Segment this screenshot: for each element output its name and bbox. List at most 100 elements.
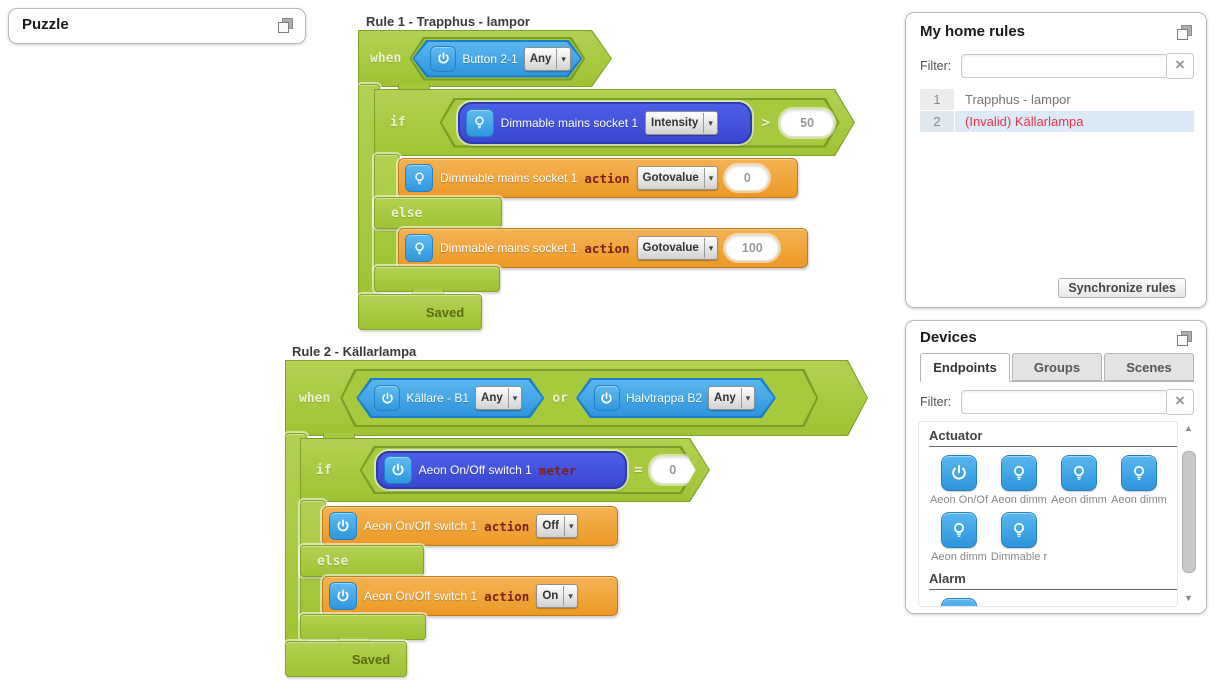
rule2-if-row[interactable]: if Aeon On/Off switch 1 meter = 0 [300,438,710,502]
when-keyword: when [299,390,331,406]
condition-device-name: Aeon On/Off switch 1 [418,463,532,477]
popout-icon[interactable] [1177,25,1192,40]
action-device-name: Dimmable mains socket 1 [440,241,578,255]
condition-property-dropdown[interactable]: Intensity▾ [645,111,718,135]
device-item[interactable]: Dimmable r [989,512,1049,563]
condition-operator: = [634,462,643,478]
bulb-icon[interactable] [1001,455,1037,491]
rule1-condition-block[interactable]: Dimmable mains socket 1 Intensity▾ [458,102,752,144]
rules-panel-title: My home rules [920,23,1026,40]
chevron-down-icon: ▾ [508,388,522,408]
section-heading: Actuator [929,428,983,443]
rule1-else-action-block[interactable]: Dimmable mains socket 1 action Gotovalue… [398,228,808,268]
devices-scrollbar[interactable]: ▲ ▼ [1181,421,1196,605]
puzzle-panel-title: Puzzle [22,16,69,33]
action-device-name: Aeon On/Off switch 1 [364,519,478,533]
rule2-condition-block[interactable]: Aeon On/Off switch 1 meter [376,451,628,489]
scroll-down-icon[interactable]: ▼ [1184,593,1193,603]
tab-scenes[interactable]: Scenes [1104,353,1194,381]
power-icon [329,582,357,610]
if-keyword: if [316,462,332,478]
trigger-device-name: Halvtrappa B2 [625,391,703,405]
rule1-trigger-block[interactable]: Button 2-1 Any▾ [412,40,582,78]
action-command-dropdown[interactable]: Gotovalue▾ [636,166,719,190]
rules-filter-input[interactable] [961,54,1167,78]
action-value-field[interactable]: 0 [725,165,770,191]
rule2-trigger2-block[interactable]: Halvtrappa B2 Any▾ [576,378,776,418]
tab-groups[interactable]: Groups [1012,353,1102,381]
device-item[interactable]: Aeon dimm [1109,455,1169,506]
bulb-icon [466,109,494,137]
rule1-else-strip: else [374,197,502,229]
siren-icon[interactable] [941,598,977,606]
action-command-dropdown[interactable]: On▾ [536,584,578,608]
bulb-icon [405,234,433,262]
bulb-icon[interactable] [1001,512,1037,548]
else-keyword: else [317,553,349,569]
clear-filter-icon[interactable]: × [1167,53,1194,79]
trigger-socket: Källare - B1 Any▾ or Halvtrappa B2 [340,369,818,427]
scrollbar-thumb[interactable] [1182,451,1196,573]
rule2-status: Saved [351,651,391,667]
synchronize-rules-button[interactable]: Synchronize rules [1058,278,1186,298]
section-heading: Alarm [929,571,966,586]
rule2-when-block[interactable]: when Källare - B1 Any▾ or [285,360,868,436]
popout-icon[interactable] [1177,331,1192,346]
bulb-icon [405,164,433,192]
rule2-then-action-block[interactable]: Aeon On/Off switch 1 action Off▾ [322,506,618,546]
action-value-field[interactable]: 100 [725,235,780,261]
device-item[interactable]: Aeon dimm [929,512,989,563]
rule1-title: Rule 1 - Trapphus - lampor [366,14,530,29]
power-icon [594,385,620,411]
trigger-event-dropdown[interactable]: Any▾ [524,47,571,71]
chevron-down-icon: ▾ [556,49,570,69]
condition-device-name: Dimmable mains socket 1 [500,115,639,130]
chevron-down-icon: ▾ [563,586,577,606]
device-item[interactable]: Aeon dimm [1049,455,1109,506]
rule-list-item[interactable]: 1 Trapphus - lampor [920,89,1194,111]
condition-value-field[interactable]: 50 [780,109,834,137]
rule1-if-row[interactable]: if Dimmable mains socket 1 Intensity▾ > … [374,89,855,156]
bulb-icon[interactable] [1061,455,1097,491]
device-item[interactable]: Aeon dimm [989,455,1049,506]
rule1-then-action-block[interactable]: Dimmable mains socket 1 action Gotovalue… [398,158,798,198]
action-device-name: Dimmable mains socket 1 [440,171,578,185]
filter-label: Filter: [920,395,952,409]
devices-filter-input[interactable] [961,390,1167,414]
bulb-icon[interactable] [1121,455,1157,491]
scroll-up-icon[interactable]: ▲ [1184,423,1193,433]
puzzle-panel: Puzzle [8,8,306,44]
device-item[interactable]: Aeon On/Of [929,455,989,506]
chevron-down-icon: ▾ [703,113,717,133]
device-grid-row [929,598,1177,606]
trigger-event-dropdown[interactable]: Any▾ [475,386,522,410]
condition-value-field[interactable]: 0 [650,456,696,484]
condition-operator: > [761,114,771,131]
devices-panel-title: Devices [920,329,977,346]
or-keyword: or [552,390,568,406]
tab-endpoints[interactable]: Endpoints [920,353,1010,382]
power-icon[interactable] [941,455,977,491]
rule1-status: Saved [425,304,465,320]
action-command-dropdown[interactable]: Gotovalue▾ [636,236,719,260]
device-item[interactable] [929,598,989,606]
clear-filter-icon[interactable]: × [1167,389,1194,415]
power-icon [384,456,412,484]
chevron-down-icon: ▾ [703,238,718,258]
rule2-trigger1-block[interactable]: Källare - B1 Any▾ [356,378,544,418]
chevron-down-icon: ▾ [741,388,755,408]
bulb-icon[interactable] [941,512,977,548]
action-command-dropdown[interactable]: Off▾ [536,514,579,538]
rule2-else-strip: else [300,545,424,577]
popout-icon[interactable] [278,18,293,33]
trigger-event-dropdown[interactable]: Any▾ [708,386,755,410]
filter-label: Filter: [920,59,952,73]
power-icon [430,46,456,72]
condition-socket: Aeon On/Off switch 1 meter = 0 [360,446,696,494]
devices-tabs: Endpoints Groups Scenes [920,353,1194,382]
rule1-when-block[interactable]: when Button 2-1 Any▾ [358,30,612,87]
meter-keyword: meter [538,462,577,478]
rule-list-item-invalid[interactable]: 2 (Invalid) Källarlampa [920,111,1194,133]
devices-panel: Devices Endpoints Groups Scenes Filter: … [905,320,1207,614]
rule2-else-action-block[interactable]: Aeon On/Off switch 1 action On▾ [322,576,618,616]
